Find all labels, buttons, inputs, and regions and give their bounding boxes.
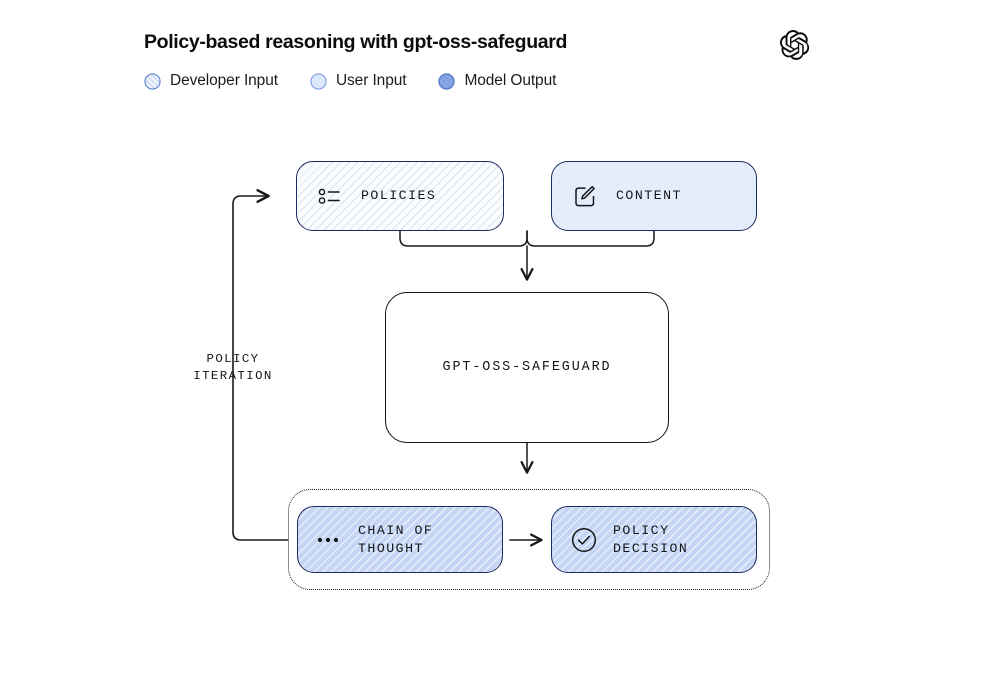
edit-pencil-square-icon xyxy=(572,183,598,209)
legend-label: Model Output xyxy=(464,72,557,89)
circle-solid-icon xyxy=(310,72,327,90)
node-content[interactable]: CONTENT xyxy=(551,161,757,231)
model-output-group xyxy=(288,489,770,590)
node-policy-decision[interactable]: POLICY DECISION xyxy=(551,506,757,573)
ellipsis-icon xyxy=(316,533,342,547)
legend: Developer Input User Input Model Output xyxy=(144,72,588,90)
node-policies-label: POLICIES xyxy=(361,188,437,204)
legend-item-user-input: User Input xyxy=(310,72,407,90)
legend-item-developer-input: Developer Input xyxy=(144,72,278,90)
policy-iteration-label: POLICY ITERATION xyxy=(193,352,273,384)
node-model[interactable]: GPT-OSS-SAFEGUARD xyxy=(385,292,669,443)
node-policy-decision-label: POLICY DECISION xyxy=(613,523,689,556)
legend-item-model-output: Model Output xyxy=(438,72,556,90)
legend-label: Developer Input xyxy=(170,72,278,89)
check-circle-icon xyxy=(570,526,598,554)
circle-hatched-dark-icon xyxy=(438,72,456,90)
node-policies[interactable]: POLICIES xyxy=(296,161,504,231)
openai-logo-icon xyxy=(780,29,809,61)
node-chain-of-thought[interactable]: CHAIN OF THOUGHT xyxy=(297,506,503,573)
circle-hatched-icon xyxy=(144,72,161,90)
page-title: Policy-based reasoning with gpt-oss-safe… xyxy=(144,31,568,53)
legend-label: User Input xyxy=(335,72,407,89)
node-content-label: CONTENT xyxy=(616,188,682,204)
node-chain-of-thought-label: CHAIN OF THOUGHT xyxy=(358,523,434,556)
node-model-label: GPT-OSS-SAFEGUARD xyxy=(442,359,612,375)
list-bullet-icon xyxy=(317,183,343,209)
